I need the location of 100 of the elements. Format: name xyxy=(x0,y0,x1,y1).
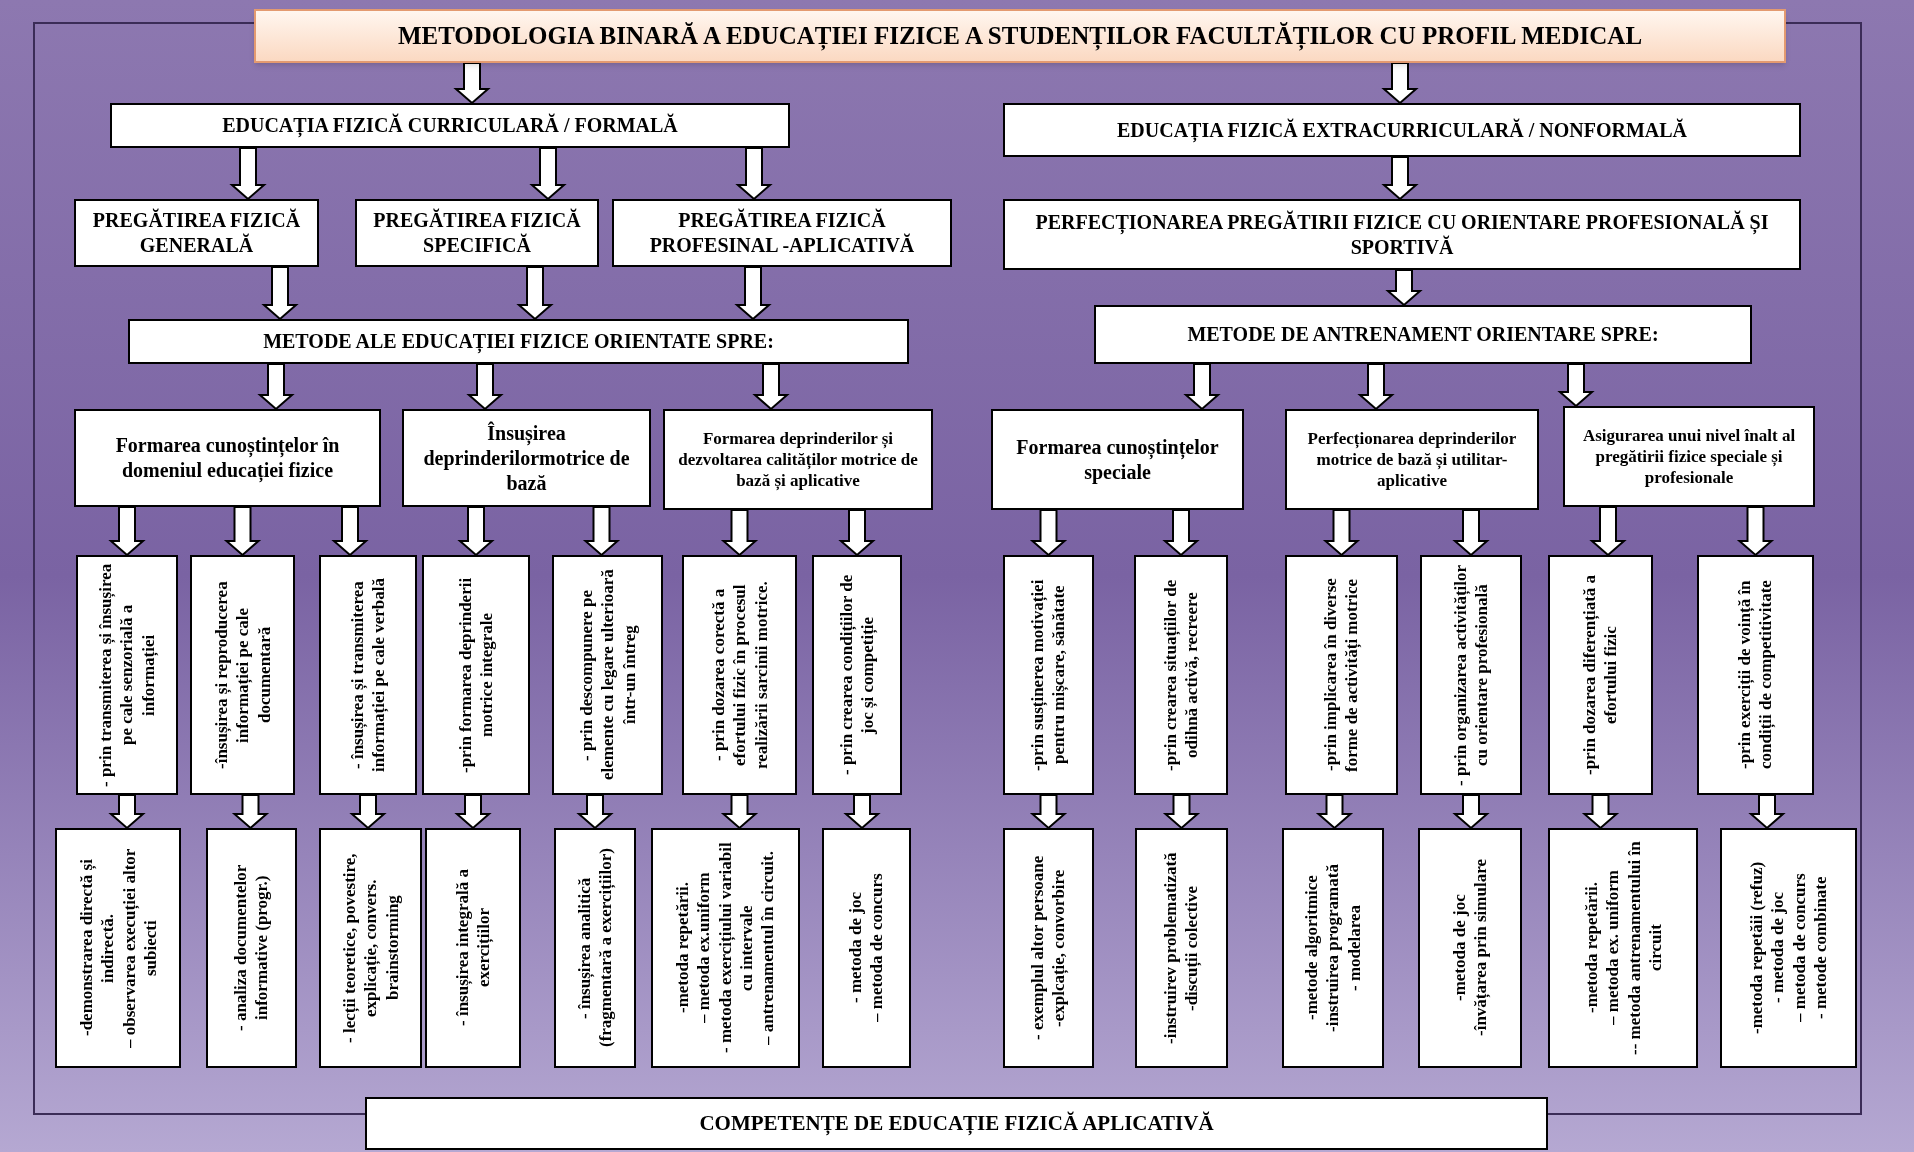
box-label: PREGĂTIREA FIZICĂ SPECIFICĂ xyxy=(372,208,582,258)
block-arrow xyxy=(838,509,876,557)
box-label: COMPETENȚE DE EDUCAȚIE FIZICĂ APLICATIVĂ xyxy=(699,1110,1214,1137)
category-box xyxy=(1094,305,1752,364)
method-text: -prin dozarea diferențiată a efortului fizic xyxy=(1579,574,1622,778)
category-box xyxy=(128,319,909,364)
block-arrow xyxy=(1452,794,1490,830)
title-box xyxy=(254,9,1786,63)
method-text: -prin implicarea în diverse forme de activități motrice xyxy=(1320,577,1363,774)
method-text: – observarea execuției altor subiecti xyxy=(118,847,161,1050)
method-text: - analiza documentelor informative (progr.) xyxy=(230,863,273,1034)
method-text: - prin organizarea activităților cu orientare profesională xyxy=(1449,563,1492,787)
box-label: Formarea cunoștințelor speciale xyxy=(1015,434,1220,485)
block-arrow xyxy=(1581,794,1620,830)
method-box xyxy=(1285,555,1398,795)
box-label: PREGĂTIREA FIZICĂ PROFESINAL -APLICATIVĂ xyxy=(648,208,916,258)
goal-box xyxy=(991,409,1244,510)
method-text: -metoda de joc xyxy=(1448,893,1470,1004)
block-arrow xyxy=(1183,363,1221,411)
method-text: -prin crearea situațiilor de odihnă activă, recreere xyxy=(1159,578,1202,773)
method-text: -prin formarea deprinderii motrice integrale xyxy=(454,576,497,775)
block-arrow xyxy=(1357,363,1395,411)
block-arrow xyxy=(1322,509,1361,557)
block-arrow xyxy=(735,147,773,201)
box-label: Asigurarea unui nivel înalt al pregătirii fizice speciale și profesionale xyxy=(1581,424,1797,489)
method-box xyxy=(422,555,530,795)
technique-box xyxy=(1720,828,1857,1068)
method-text: - prin descompunere pe elemente cu legare ulterioară într-un întreg xyxy=(575,568,640,783)
goal-box xyxy=(1563,406,1815,507)
block-arrow xyxy=(108,506,146,557)
block-arrow xyxy=(1736,506,1775,557)
method-text: -instruirev problematizată xyxy=(1160,851,1182,1046)
method-text: -metoda repetării. xyxy=(672,881,694,1016)
block-arrow xyxy=(349,794,387,830)
method-box xyxy=(812,555,902,795)
block-arrow xyxy=(453,62,491,105)
block-arrow xyxy=(454,794,492,830)
method-text: -demonstrarea directă și indirectă. xyxy=(75,858,118,1039)
block-arrow xyxy=(1589,506,1627,557)
category-box xyxy=(1003,103,1801,157)
method-text: – metoda de concurs xyxy=(866,872,888,1025)
method-text: -metoda repetăii (refuz) xyxy=(1746,860,1767,1037)
block-arrow xyxy=(734,266,772,321)
technique-box xyxy=(822,828,911,1068)
block-arrow xyxy=(576,794,614,830)
block-arrow xyxy=(1315,794,1354,830)
method-text: - lecții teoretice, povestire, explicație, convers. brainstorming xyxy=(338,852,403,1045)
goal-box xyxy=(1285,409,1539,510)
method-box xyxy=(552,555,663,795)
block-arrow xyxy=(843,794,881,830)
block-arrow xyxy=(516,266,554,321)
method-text: – antrenamentul în circuit. xyxy=(757,850,779,1047)
method-text: -explcație, convorbire xyxy=(1048,868,1070,1029)
box-label: METODOLOGIA BINARĂ A EDUCAȚIEI FIZICE A STUDENȚILOR FACULTĂȚILOR CU PROFIL MEDICAL xyxy=(397,21,1643,52)
category-box xyxy=(355,199,599,267)
box-label: METODE DE ANTRENAMENT ORIENTARE SPRE: xyxy=(1187,322,1659,347)
technique-box xyxy=(651,828,800,1068)
technique-box xyxy=(1135,828,1228,1068)
method-text: - metode combinate xyxy=(1809,875,1831,1022)
method-text: -prin exerciții de voință în condiții de competitivitate xyxy=(1734,579,1777,772)
method-text: – metoda de concurs xyxy=(1788,872,1810,1025)
category-box xyxy=(110,103,790,148)
block-arrow xyxy=(720,509,759,557)
method-text: – metoda ex. uniform xyxy=(1601,869,1623,1028)
block-arrow xyxy=(223,506,262,557)
technique-box xyxy=(1548,828,1698,1068)
method-box xyxy=(190,555,295,795)
box-label: Formarea deprinderilor și dezvoltarea calităților motrice de bază și aplicative xyxy=(677,427,919,492)
box-label: Formarea cunoștințelor în domeniul educației fizice xyxy=(114,433,341,483)
method-text: -însușirea și reproducerea informației pe cale documentară xyxy=(210,580,275,771)
box-label: METODE ALE EDUCAȚIEI FIZICE ORIENTATE SPRE: xyxy=(263,329,774,354)
block-arrow xyxy=(466,363,504,411)
goal-box xyxy=(663,409,933,510)
method-text: – metoda ex.uniform xyxy=(693,871,715,1026)
technique-box xyxy=(1003,828,1094,1068)
method-text: - metoda de joc xyxy=(845,891,867,1006)
block-arrow xyxy=(457,506,495,557)
block-arrow xyxy=(331,506,369,557)
method-text: - prin transmiterea și însușirea pe cale senzorială a informației xyxy=(95,563,159,787)
category-box xyxy=(612,199,952,267)
technique-box xyxy=(554,828,636,1068)
block-arrow xyxy=(257,363,295,411)
goal-box xyxy=(402,409,651,507)
method-text: - metoda de joc xyxy=(1767,891,1789,1006)
block-arrow xyxy=(1385,269,1423,307)
block-arrow xyxy=(1557,363,1595,408)
method-box xyxy=(1003,555,1094,795)
method-text: -- metoda antrenamentului în circuit xyxy=(1623,840,1666,1057)
box-label: Perfecționarea deprinderilor motrice de bază și utilitar-aplicative xyxy=(1306,427,1518,492)
box-label: PREGĂTIREA FIZICĂ GENERALĂ xyxy=(91,208,302,258)
method-text: - modelarea xyxy=(1343,903,1365,994)
method-text: - însușirea integrală a exercițiilor xyxy=(451,868,494,1029)
category-box xyxy=(1003,199,1801,270)
method-text: - prin crearea condițiilor de joc și competiție xyxy=(835,573,878,778)
method-box xyxy=(1134,555,1228,795)
block-arrow xyxy=(529,147,567,201)
block-arrow xyxy=(582,506,621,557)
method-text: -învățarea prin simulare xyxy=(1470,858,1491,1039)
block-arrow xyxy=(1162,509,1200,557)
block-arrow xyxy=(752,363,790,411)
